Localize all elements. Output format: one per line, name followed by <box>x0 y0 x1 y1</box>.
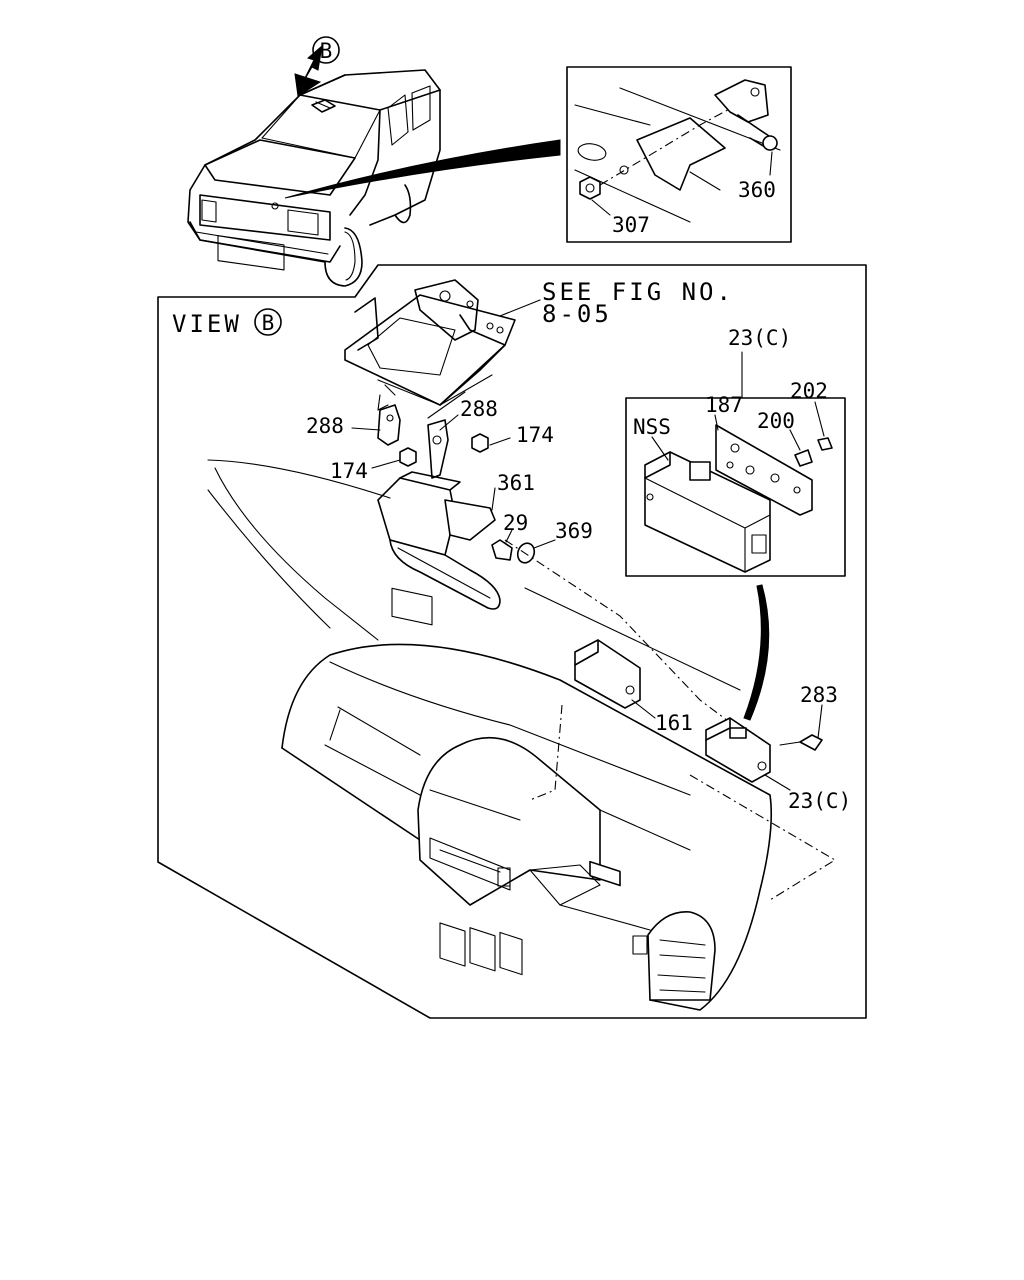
detail-inset: 360 307 <box>566 66 792 243</box>
callout-283: 283 <box>800 683 838 707</box>
callout-174-left: 174 <box>330 459 368 483</box>
callout-369: 369 <box>555 519 593 543</box>
see-fig-reference: SEE FIG NO. <box>542 278 734 306</box>
mirror-parts: 288 174 288 174 361 29 369 <box>306 391 761 746</box>
callout-288-right: 288 <box>460 397 498 421</box>
windshield-lines <box>207 459 741 691</box>
callout-200: 200 <box>757 409 795 433</box>
callout-307: 307 <box>612 213 650 237</box>
assembly-label-top: 23(C) <box>728 326 791 350</box>
see-fig-number: 8-05 <box>542 300 612 328</box>
callout-29: 29 <box>503 511 528 535</box>
switch-and-module: 161 283 23(C) <box>574 639 851 887</box>
callout-360: 360 <box>738 178 776 202</box>
callout-161: 161 <box>655 711 693 735</box>
callout-174-right: 174 <box>516 423 554 447</box>
callout-23c-bottom: 23(C) <box>788 789 851 813</box>
callout-202: 202 <box>790 379 828 403</box>
callout-187: 187 <box>705 393 743 417</box>
view-marker-frame: B <box>262 311 275 335</box>
view-b-frame: VIEW B SEE FIG NO. 8-05 <box>157 264 867 1019</box>
callout-288-left: 288 <box>306 414 344 438</box>
view-marker-top: B <box>320 39 333 63</box>
dashboard <box>281 643 837 1011</box>
module-inset: 23(C) NSS 187 200 202 <box>625 326 846 721</box>
view-title: VIEW <box>172 310 242 338</box>
roof-bracket <box>344 279 516 406</box>
callout-nss: NSS <box>633 415 671 439</box>
vehicle-illustration: B <box>187 36 561 287</box>
callout-361: 361 <box>497 471 535 495</box>
